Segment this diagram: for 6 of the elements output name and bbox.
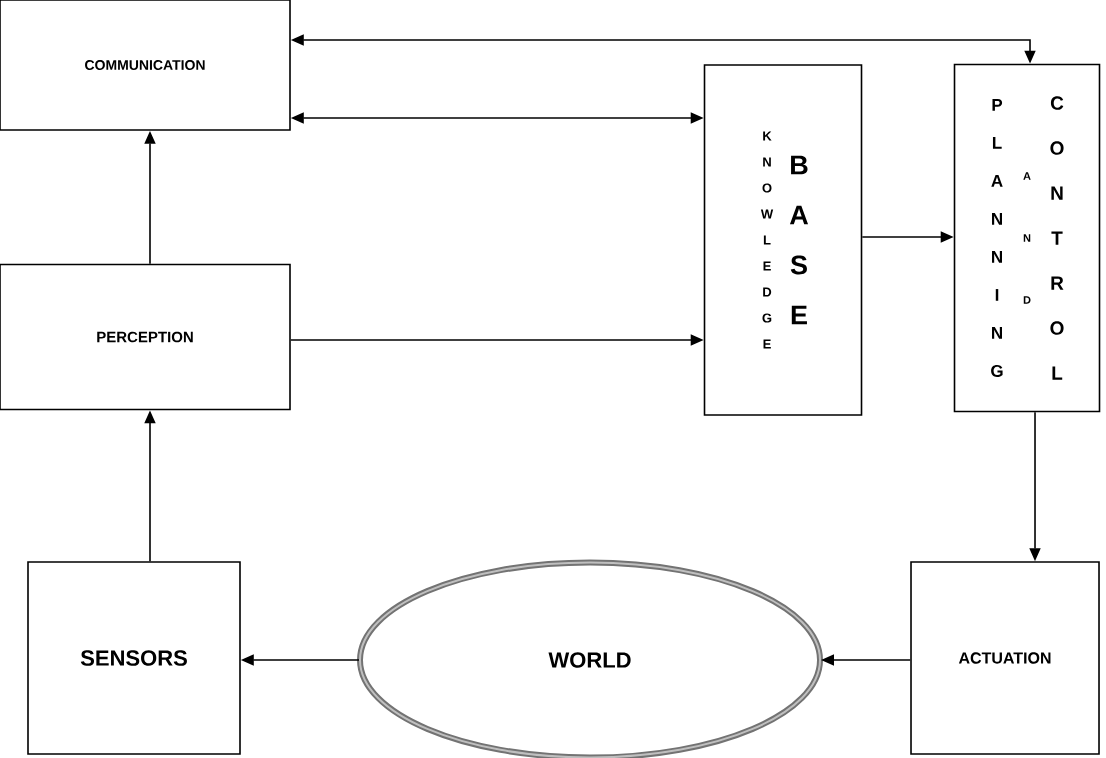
process-box: KNOWLEDGE BASE: [703, 64, 863, 416]
process-box: COMMUNICATION: [0, 0, 291, 131]
process-box: ACTUATION: [910, 561, 1100, 755]
process-box: SENSORS: [27, 561, 241, 755]
process-box: PLANNING AND CONTROL: [953, 63, 1101, 413]
process-box: PERCEPTION: [0, 263, 291, 411]
